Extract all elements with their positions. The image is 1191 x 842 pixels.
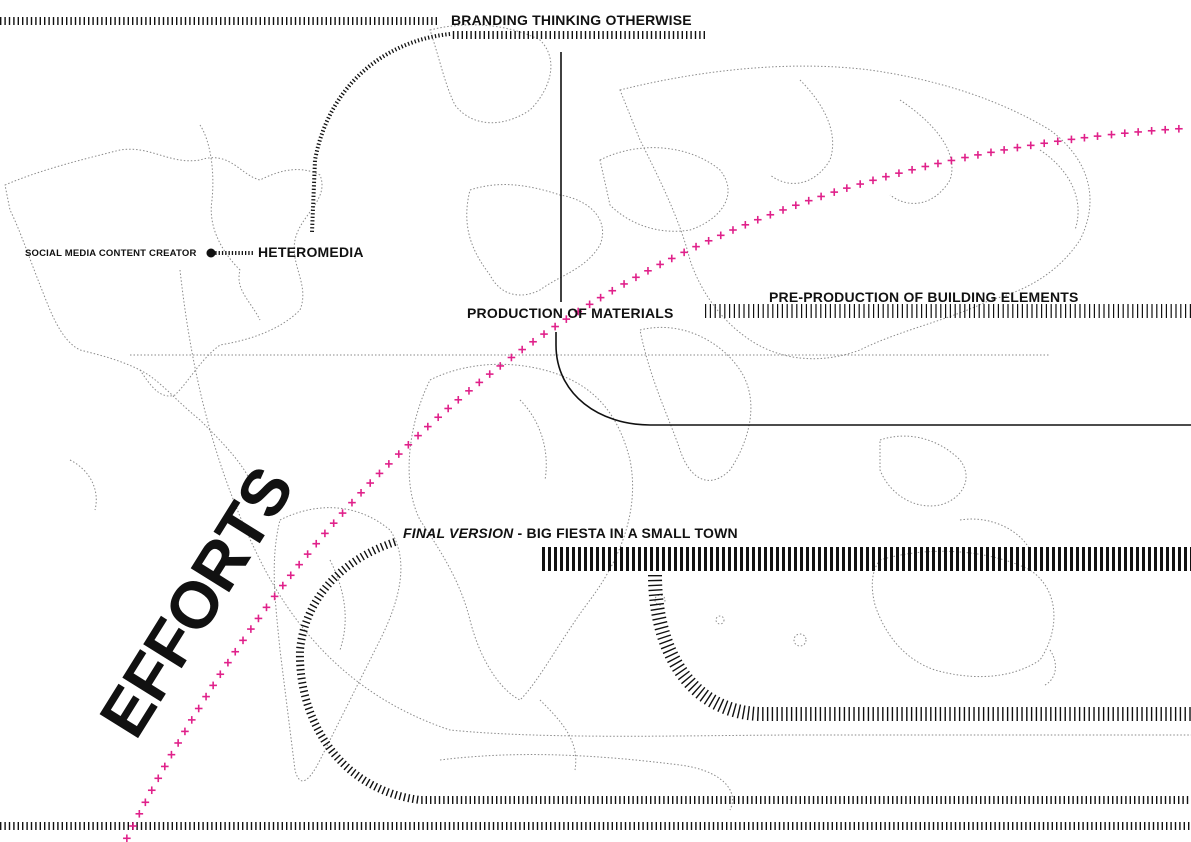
final-version-label: FINAL VERSION - BIG FIESTA IN A SMALL TO… <box>403 525 738 541</box>
final-version-rest: - BIG FIESTA IN A SMALL TOWN <box>513 525 738 541</box>
heteromedia-label: HETEROMEDIA <box>258 244 364 260</box>
final-version-lower-arc <box>648 574 1191 721</box>
preproduction-label: PRE-PRODUCTION OF BUILDING ELEMENTS <box>769 289 1079 305</box>
efforts-trajectory <box>123 124 1183 842</box>
branding-arc <box>310 32 451 233</box>
production-label: PRODUCTION OF MATERIALS <box>467 305 674 321</box>
social-media-label: SOCIAL MEDIA CONTENT CREATOR <box>25 248 197 259</box>
top-tick-band <box>0 17 705 39</box>
final-version-italic: FINAL VERSION <box>403 525 514 541</box>
world-map-background <box>4 24 1191 811</box>
social-connector-dot <box>206 248 216 258</box>
branding-label: BRANDING THINKING OTHERWISE <box>451 12 692 28</box>
final-version-left-arc <box>295 538 1191 804</box>
production-curve-line <box>555 332 1191 426</box>
